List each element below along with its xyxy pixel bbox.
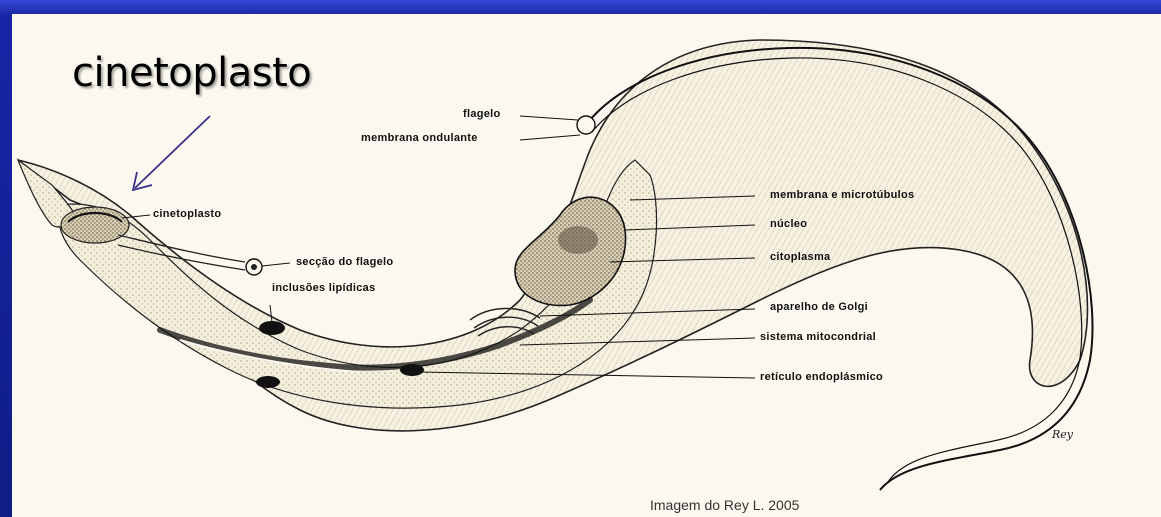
label-sistema-mitocondrial: sistema mitocondrial bbox=[760, 331, 876, 343]
label-seccao-flagelo: secção do flagelo bbox=[296, 256, 393, 268]
image-credit: Imagem do Rey L. 2005 bbox=[650, 497, 799, 513]
lipid-inclusion bbox=[256, 376, 280, 388]
label-flagelo: flagelo bbox=[463, 108, 501, 120]
flagellum-cross-section bbox=[577, 116, 595, 134]
label-aparelho-golgi: aparelho de Golgi bbox=[770, 301, 868, 313]
label-inclusoes-lipidicas: inclusões lipídicas bbox=[272, 282, 376, 294]
label-citoplasma: citoplasma bbox=[770, 251, 830, 263]
label-nucleo: núcleo bbox=[770, 218, 807, 230]
signature-text: Rey bbox=[1051, 428, 1074, 441]
cinetoplasto-arrow bbox=[133, 116, 210, 190]
lipid-inclusion bbox=[400, 364, 424, 376]
title-cinetoplasto: cinetoplasto bbox=[72, 50, 311, 96]
label-membrana-ondulante: membrana ondulante bbox=[361, 132, 478, 144]
label-cinetoplasto-small: cinetoplasto bbox=[153, 208, 221, 220]
lipid-inclusion bbox=[259, 321, 285, 335]
label-membrana-microtubulos: membrana e microtúbulos bbox=[770, 189, 914, 201]
label-reticulo-endoplasmico: retículo endoplásmico bbox=[760, 371, 883, 383]
